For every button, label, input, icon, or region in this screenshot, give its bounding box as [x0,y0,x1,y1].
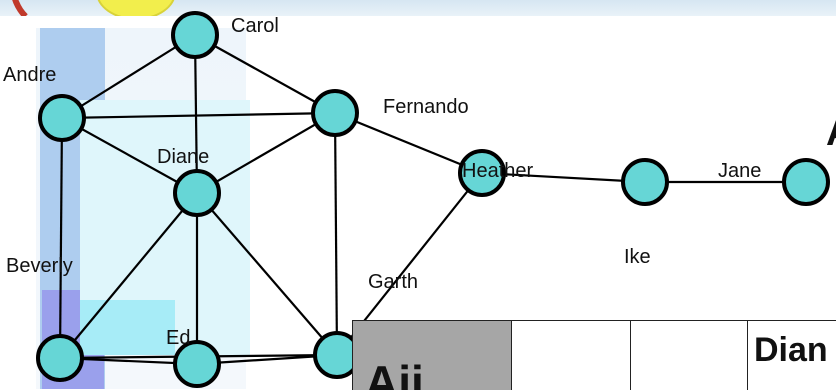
edge-andre-fernando [61,111,336,120]
label-diane: Diane [157,146,209,168]
node-beverly [36,334,84,382]
table-empty-cell [631,321,748,390]
table-empty-cell [512,321,631,390]
label-heather: Heather [462,160,533,182]
edge-heather-ike [481,171,646,184]
node-ike [621,158,669,206]
label-jane: Jane [718,160,761,182]
edge-fernando-garth [333,112,339,356]
edge-diane-beverly [59,192,198,359]
top-banner [0,0,836,16]
edge-carol-fernando [194,34,336,114]
node-fernando [311,89,359,137]
decorative-corner-art [0,0,175,16]
edge-andre-diane [61,117,198,194]
label-ike: Ike [624,246,651,268]
label-ed: Ed [166,327,190,349]
edge-carol-diane [193,34,199,194]
label-andre: Andre [3,64,56,86]
label-carol: Carol [231,15,279,37]
table-column-label: Dian [754,331,828,369]
node-diane [173,169,221,217]
label-fernando: Fernando [383,96,469,118]
node-carol [171,11,219,59]
edge-fernando-diane [196,112,336,194]
node-heather [458,149,506,197]
node-jane [782,158,830,206]
node-andre [38,94,86,142]
background-cyan-accent [80,300,175,355]
adjacency-table: Aij Dian [352,320,836,390]
edge-fernando-heather [334,111,483,175]
table-column-header-diane: Dian [748,321,836,390]
edge-carol-andre [61,34,196,119]
edge-andre-beverly [58,117,64,359]
slide-title-partial: A [826,112,836,155]
table-header-label: Aij [365,356,424,390]
node-ed [173,340,221,388]
label-beverly: Beverly [6,255,73,277]
label-garth: Garth [368,271,418,293]
table-header-cell: Aij [353,321,512,390]
edge-diane-garth [196,192,338,356]
